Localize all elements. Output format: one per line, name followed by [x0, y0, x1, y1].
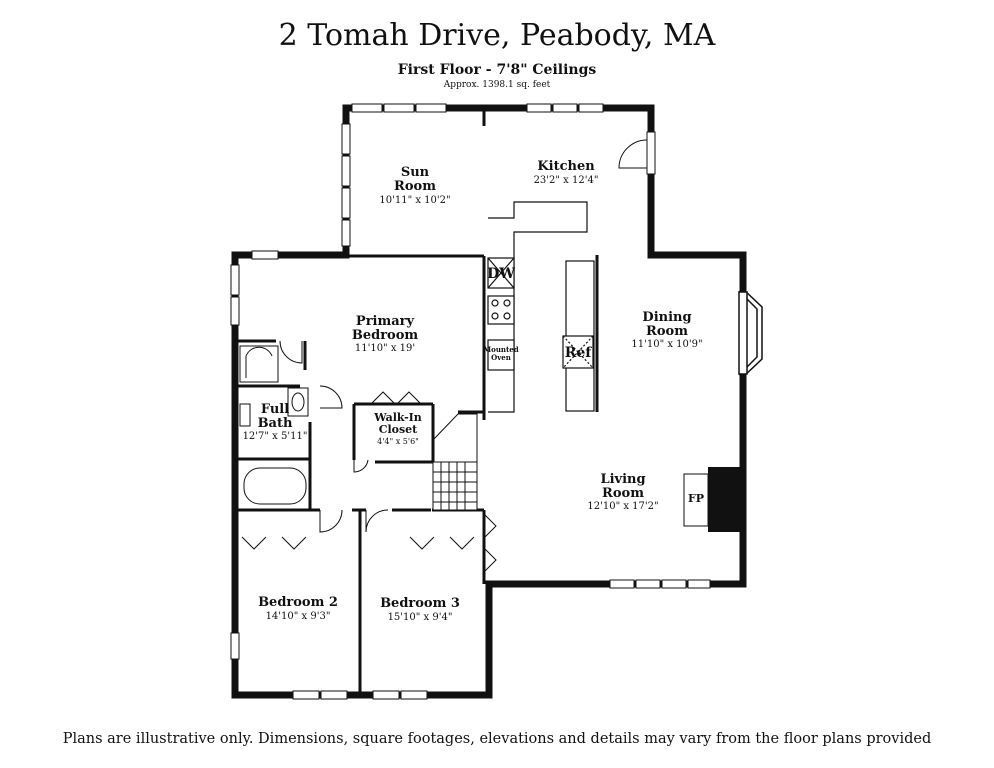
primary-bedroom-name-1: Primary: [356, 314, 415, 329]
windows: [230, 103, 711, 700]
kitchen-name: Kitchen: [537, 159, 595, 174]
fixture-labels: DW Mounted Oven Ref FP: [483, 266, 704, 505]
dining-room-label: Dining Room 11'10" x 10'9": [631, 310, 702, 350]
floor-subtitle: First Floor - 7'8" Ceilings: [397, 62, 597, 78]
sun-room-label: Sun Room 10'11" x 10'2": [379, 165, 450, 206]
primary-bedroom-name-2: Bedroom: [352, 328, 419, 343]
doors: [241, 139, 648, 573]
sun-room-name-1: Sun: [401, 165, 430, 180]
plan-title: 2 Tomah Drive, Peabody, MA: [278, 18, 716, 53]
fireplace: [683, 467, 740, 532]
closet-dims: 4'4" x 5'6": [377, 437, 419, 446]
bedroom-2-dims: 14'10" x 9'3": [266, 611, 331, 622]
bay-window: [738, 288, 763, 378]
primary-bedroom-label: Primary Bedroom 11'10" x 19': [352, 314, 419, 354]
sun-room-dims: 10'11" x 10'2": [379, 195, 450, 206]
full-bath-label: Full Bath 12'7" x 5'11": [243, 402, 308, 442]
dining-room-dims: 11'10" x 10'9": [631, 339, 702, 350]
dining-room-name-1: Dining: [642, 310, 691, 325]
walk-in-closet-label: Walk-In Closet 4'4" x 5'6": [373, 411, 422, 446]
dishwasher-label: DW: [487, 266, 515, 282]
closet-name-2: Closet: [379, 423, 418, 436]
kitchen-dims: 23'2" x 12'4": [534, 175, 599, 186]
disclaimer-text: Plans are illustrative only. Dimensions,…: [62, 731, 932, 747]
living-room-name-2: Room: [602, 486, 644, 501]
bedroom-3-name: Bedroom 3: [380, 596, 460, 611]
bedroom-2-label: Bedroom 2 14'10" x 9'3": [258, 595, 338, 622]
oven-label-1: Mounted: [483, 345, 518, 354]
kitchen-label: Kitchen 23'2" x 12'4": [534, 159, 599, 186]
full-bath-dims: 12'7" x 5'11": [243, 431, 308, 442]
dining-room-name-2: Room: [646, 324, 688, 339]
room-labels: Sun Room 10'11" x 10'2" Kitchen 23'2" x …: [243, 159, 703, 623]
living-room-label: Living Room 12'10" x 17'2": [587, 472, 658, 512]
refrigerator-label: Ref: [565, 345, 593, 361]
sun-room-name-2: Room: [394, 179, 436, 194]
bath-fixtures: [239, 345, 309, 505]
full-bath-name-2: Bath: [258, 416, 293, 431]
closet-name-1: Walk-In: [373, 411, 422, 424]
full-bath-name-1: Full: [261, 402, 289, 417]
bedroom-3-label: Bedroom 3 15'10" x 9'4": [380, 596, 460, 623]
living-room-name-1: Living: [600, 472, 645, 487]
fireplace-label: FP: [688, 492, 704, 505]
area-note: Approx. 1398.1 sq. feet: [443, 80, 551, 90]
kitchen-counters: [487, 201, 599, 413]
bedroom-3-dims: 15'10" x 9'4": [388, 612, 453, 623]
primary-bedroom-dims: 11'10" x 19': [355, 343, 415, 354]
oven-label-2: Oven: [491, 353, 511, 362]
living-room-dims: 12'10" x 17'2": [587, 501, 658, 512]
bedroom-2-name: Bedroom 2: [258, 595, 338, 610]
stairs: [432, 413, 478, 511]
